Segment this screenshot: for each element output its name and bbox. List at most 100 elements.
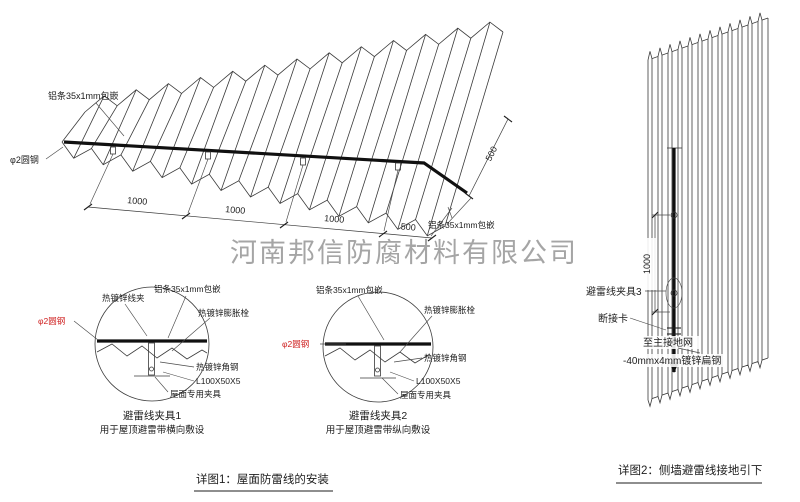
dimension-tick [181, 212, 191, 220]
dimension-tick [279, 221, 289, 229]
roof-rib-line [73, 95, 105, 159]
roof-lightning-wire [63, 140, 468, 195]
leader-line [393, 357, 423, 363]
roof-rib-line [356, 50, 407, 207]
label-round-steel: φ2圆钢 [282, 339, 309, 349]
label-wire-clamp: 热镀锌线夹 [102, 293, 145, 303]
roof-rib-line [297, 62, 343, 194]
leader-line [159, 361, 195, 368]
dim-500: 500 [400, 221, 416, 232]
wire-clamp-mark [205, 151, 211, 160]
dim-1000-a: 1000 [127, 195, 148, 207]
roof-rib-line [444, 31, 504, 227]
leader-line [381, 377, 399, 395]
detail2-bolt [375, 367, 380, 373]
detail-circle-2: 铝条35x1mm包嵌 热镀锌膨胀栓 φ2圆钢 热镀锌角钢 L100X50X5 屋… [282, 285, 476, 436]
leader-line [171, 317, 211, 352]
label-aluminum-strip-bottom: 铝条35x1mm包嵌 [428, 220, 495, 230]
label-angle-size: L100X50X5 [416, 376, 461, 386]
leader-line [399, 315, 433, 353]
roof-rib-line [220, 65, 266, 191]
label-roof-clamp: 屋面专用夹具 [170, 389, 222, 399]
roof-rib-line [238, 74, 279, 181]
leader-line [162, 371, 195, 382]
extension-line [285, 164, 304, 223]
detail1-subtitle: 用于屋顶避雷带横向敷设 [100, 424, 205, 436]
label-angle-steel: 热镀锌角钢 [424, 353, 467, 363]
label-aluminum-strip-top: 铝条35x1mm包嵌 [48, 90, 119, 101]
label-angle-size: L100X50X5 [196, 376, 241, 386]
leader-line [73, 320, 99, 341]
extension-line [446, 197, 472, 225]
dimension-tick [464, 192, 474, 200]
roof-rib-line [338, 40, 394, 217]
roof-rib-line [367, 34, 426, 223]
roof-corrugated-sheet [61, 21, 504, 237]
dimension-line [87, 206, 433, 239]
roof-rib-line [309, 46, 362, 211]
roof-rib-line [102, 89, 137, 165]
label-strip: 铝条35x1mm包嵌 [154, 284, 221, 294]
leader-line [45, 146, 64, 160]
extension-line [383, 169, 399, 232]
label-strip: 铝条35x1mm包嵌 [316, 285, 383, 295]
wall-top-zigzag [647, 12, 769, 61]
label-to-ground: 至主接地网 [643, 336, 693, 349]
detail1-bolt [149, 366, 154, 372]
label-disconnect: 断接卡 [598, 312, 628, 325]
detail2-roof-profile [324, 347, 431, 364]
detail2-subtitle: 用于屋顶避雷带纵向敷设 [326, 424, 431, 436]
dimension-line-right [468, 118, 509, 197]
label-expansion-bolt: 热镀锌膨胀栓 [424, 305, 476, 315]
roof-rib-line [150, 93, 182, 162]
detail1-roof-profile [96, 343, 208, 360]
roof-rib-line [91, 105, 118, 149]
detail1-clamp-body [148, 342, 155, 376]
wall-annotations: 1000 避雷线夹具3 断接卡 至主接地网 -40mmx4mm镀锌扁钢 [586, 147, 725, 373]
roof-rib-line [191, 71, 234, 185]
leader-line [357, 295, 385, 341]
label-clamp3: 避雷线夹具3 [586, 285, 642, 298]
dimension-tick [651, 308, 659, 316]
leader-line [167, 295, 187, 339]
dim-1000-c: 1000 [324, 213, 345, 225]
label-round-steel: φ2圆钢 [38, 316, 65, 326]
leader-line [124, 303, 148, 337]
wall-corrugated-sheet [647, 12, 769, 408]
dim-1000-wall: 1000 [642, 254, 652, 274]
roof-rib-line [279, 52, 330, 204]
detail1-circle [94, 286, 210, 402]
leader-line [629, 317, 667, 331]
roof-rib-line [161, 77, 201, 178]
dimension-tick [503, 115, 513, 123]
wall-clamp-mark [670, 289, 678, 297]
roof-rib-line [208, 81, 247, 175]
label-expansion-bolt: 热镀锌膨胀栓 [198, 308, 250, 318]
label-flat-steel: -40mmx4mm镀锌扁钢 [623, 354, 721, 367]
label-backing [621, 354, 725, 367]
dimension-tick [83, 203, 93, 211]
detail2-title: 避雷线夹具2 [349, 409, 407, 422]
detail2-clamp-body [374, 345, 381, 377]
dim-500-right: 500 [483, 145, 499, 163]
wire-clamp-mark [110, 146, 116, 155]
label-round-steel: φ2圆钢 [10, 154, 39, 165]
extension-line [187, 158, 209, 214]
dim-1000-b: 1000 [225, 204, 246, 216]
roof-annotations: 1000 1000 1000 500 500 铝条35x1mm包嵌 φ2圆钢 铝… [10, 90, 513, 242]
caption-detail2: 详图2：侧墙避雷线接地引下 [618, 463, 762, 477]
detail1-title: 避雷线夹具1 [123, 409, 181, 422]
detail-circle-1: 热镀锌线夹 铝条35x1mm包嵌 热镀锌膨胀栓 φ2圆钢 热镀锌角钢 L100X… [38, 284, 250, 436]
wall-clamp-mark [670, 211, 678, 219]
wall-bottom-zigzag [647, 357, 769, 408]
label-angle-steel: 热镀锌角钢 [196, 362, 239, 372]
detail2-circle [322, 291, 434, 403]
company-watermark: 河南邦信防腐材料有限公司 [230, 238, 578, 268]
caption-detail1: 详图1：屋面防雷线的安装 [196, 472, 329, 486]
extension-line [89, 153, 114, 205]
roof-rib-line [426, 21, 491, 236]
leader-line [95, 102, 125, 137]
roof-rib-line [179, 87, 214, 169]
leader-line [154, 376, 169, 393]
